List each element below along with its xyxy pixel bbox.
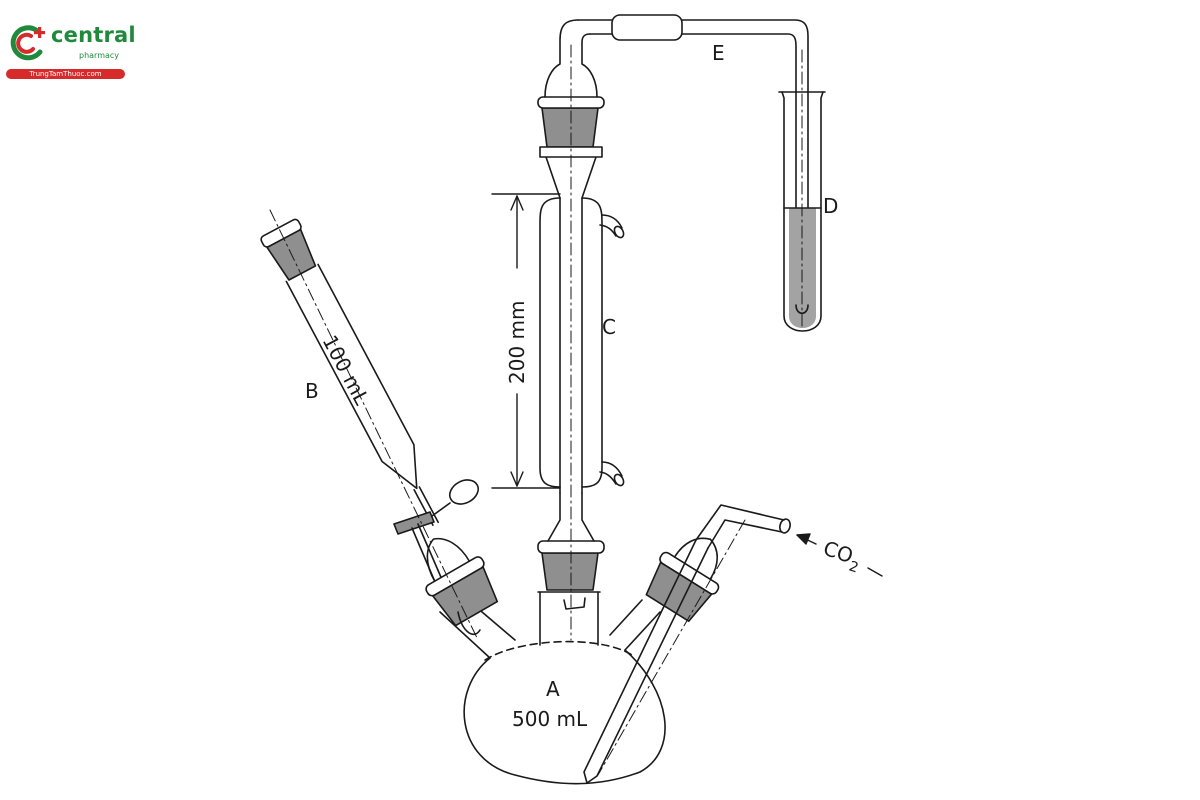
label-flask-volume: 500 mL	[512, 707, 588, 731]
condenser-dimension	[491, 193, 561, 489]
test-tube	[778, 91, 826, 332]
label-test-tube-letter: D	[823, 194, 838, 218]
label-flask-letter: A	[546, 677, 560, 701]
condenser	[539, 156, 625, 494]
gas-inlet-arrow	[796, 533, 883, 577]
delivery-tube	[577, 14, 809, 306]
label-condenser-letter: C	[602, 315, 616, 339]
brand-url-bar	[6, 69, 125, 79]
brand-name: central	[51, 23, 136, 47]
label-condenser-length: 200 mm	[505, 301, 529, 385]
brand-logo[interactable]: central pharmacy TrungTamThuoc.com	[6, 22, 136, 84]
brand-tagline: pharmacy	[79, 51, 120, 60]
brand-url: TrungTamThuoc.com	[29, 70, 102, 78]
label-tube-letter: E	[712, 41, 725, 65]
left-stopper	[425, 537, 499, 636]
axis-lines	[269, 44, 803, 776]
right-stopper-with-inlet	[583, 504, 791, 784]
label-funnel-volume: 100 mL	[318, 331, 375, 409]
round-bottom-flask	[439, 591, 666, 785]
label-gas-inlet: CO2	[819, 536, 865, 576]
central-logo-icon	[10, 25, 45, 61]
label-funnel-letter: B	[305, 379, 319, 403]
